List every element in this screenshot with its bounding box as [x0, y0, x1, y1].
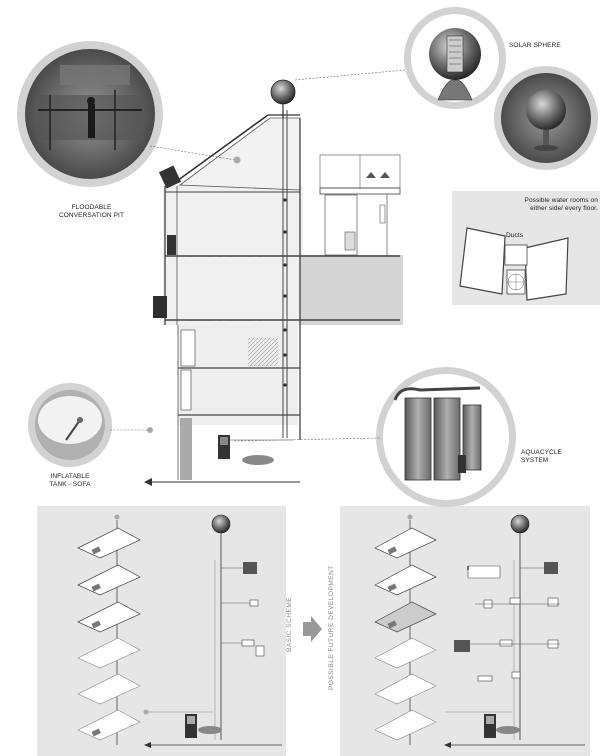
- aquacycle-label: AQUACYCLE SYSTEM: [521, 449, 581, 465]
- water-rooms-line1: Possible water rooms on: [524, 197, 598, 204]
- floodable-label-line2: CONVERSATION PIT: [58, 212, 125, 219]
- future-development-diagram: [374, 514, 585, 748]
- basic-scheme-panel: [37, 506, 286, 756]
- aquacycle-label-line1: AQUACYCLE: [521, 449, 562, 456]
- solar-sphere-label: SOLAR SPHERE: [509, 42, 561, 49]
- solar-sphere-photo-circle: [494, 66, 598, 170]
- inflatable-tank-circle: [28, 383, 112, 467]
- inflatable-label-line2: TANK - SOFA: [49, 481, 91, 488]
- water-rooms-plan: [452, 191, 600, 305]
- arrow-icon: [303, 616, 322, 642]
- water-rooms-line2: either side/ every floor.: [530, 205, 598, 212]
- basic-scheme-label: BASIC SCHEME: [286, 596, 293, 652]
- aquacycle-circle: [376, 367, 516, 507]
- future-development-panel: [340, 506, 590, 756]
- floodable-label-line1: FLOODABLE: [71, 204, 112, 211]
- building-section: [144, 79, 403, 486]
- ducts-label: Ducts: [506, 232, 524, 239]
- aquacycle-label-line2: SYSTEM: [521, 457, 549, 464]
- water-rooms-label: Possible water rooms on either side/ eve…: [500, 197, 598, 213]
- basic-scheme-diagram: [77, 514, 282, 748]
- floodable-photo-circle: [17, 41, 163, 187]
- inflatable-label-line1: INFLATABLE: [50, 473, 90, 480]
- future-development-label: POSSIBLE FUTURE DEVELOPMENT: [328, 565, 335, 690]
- inflatable-label: INFLATABLE TANK - SOFA: [30, 473, 110, 489]
- floodable-label: FLOODABLE CONVERSATION PIT: [44, 204, 139, 220]
- solar-sphere-circle: [404, 7, 506, 109]
